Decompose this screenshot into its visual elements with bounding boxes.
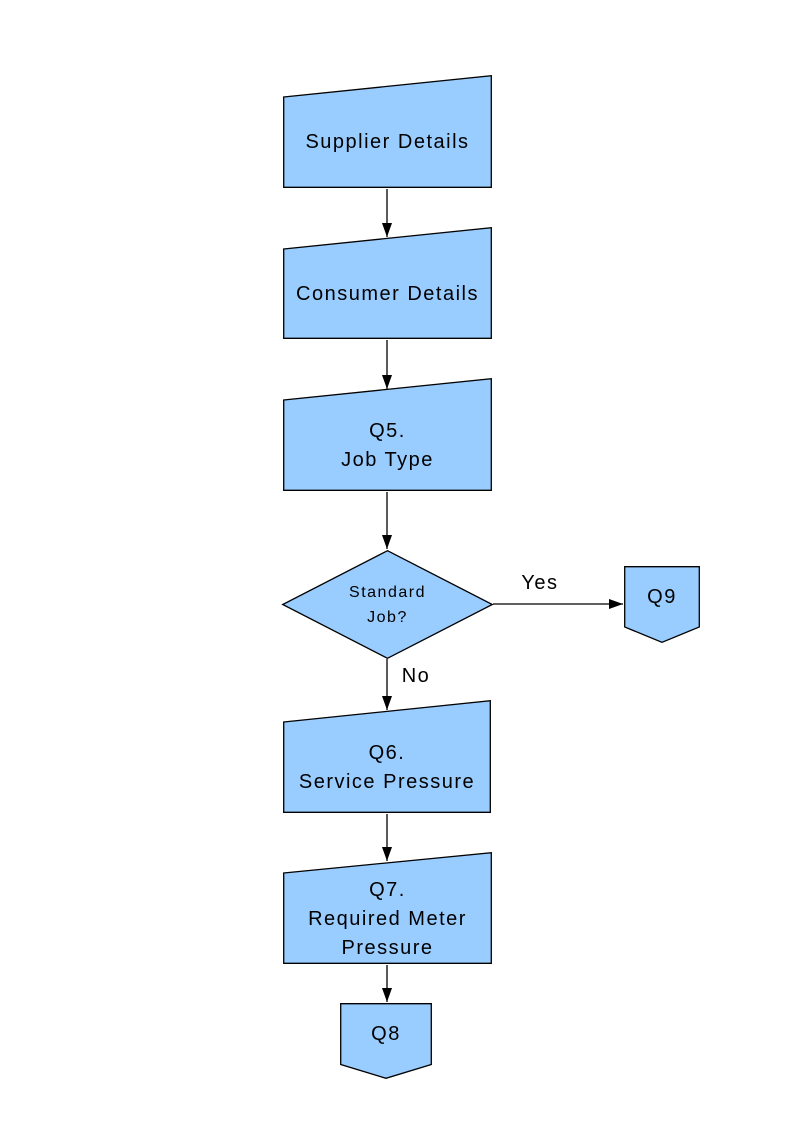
- node-q9-connector: Q9: [624, 566, 700, 644]
- manual-input-shape: [283, 699, 491, 813]
- node-label-standard-job: Standard Job?: [349, 583, 426, 626]
- node-q7-required-meter-pressure: Q7. Required Meter Pressure: [283, 851, 492, 964]
- decision-diamond-shape: [281, 549, 494, 660]
- manual-input-shape: [283, 226, 492, 339]
- q7-required-meter-pressure-shape: [283, 851, 492, 964]
- q8-connector-shape: [340, 1003, 432, 1079]
- manual-input-shape: [283, 74, 492, 188]
- supplier-details-shape: [283, 74, 492, 188]
- node-label-q8: Q8: [371, 1022, 401, 1045]
- q9-connector-shape: [624, 566, 700, 644]
- q5-job-type-shape: [283, 377, 492, 491]
- consumer-details-shape: [283, 226, 492, 339]
- node-label-q5-job-type: Q5. Job Type: [341, 419, 434, 471]
- node-label-q7-required-meter-pressure: Q7. Required Meter Pressure: [308, 878, 467, 959]
- standard-job-diamond: [281, 549, 494, 660]
- node-label-q6-service-pressure: Q6. Service Pressure: [298, 741, 476, 793]
- node-label-q9: Q9: [647, 586, 677, 608]
- q6-service-pressure-shape: [283, 699, 491, 813]
- manual-input-shape: [283, 377, 492, 491]
- manual-input-shape: [283, 851, 492, 964]
- edge-label-yes: Yes: [521, 572, 559, 594]
- node-q8-connector: Q8: [340, 1003, 432, 1079]
- node-supplier-details: Supplier Details: [283, 74, 492, 188]
- off-page-connector-shape: [340, 1003, 432, 1079]
- off-page-connector-shape: [624, 566, 700, 644]
- node-q6-service-pressure: Q6. Service Pressure: [283, 699, 491, 813]
- node-consumer-details: Consumer Details: [283, 226, 492, 339]
- node-standard-job-decision: Standard Job?: [281, 549, 494, 660]
- node-q5-job-type: Q5. Job Type: [283, 377, 492, 491]
- node-label-consumer-details: Consumer Details: [296, 282, 479, 305]
- edge-label-no: No: [401, 665, 431, 687]
- node-label-supplier-details: Supplier Details: [305, 131, 470, 153]
